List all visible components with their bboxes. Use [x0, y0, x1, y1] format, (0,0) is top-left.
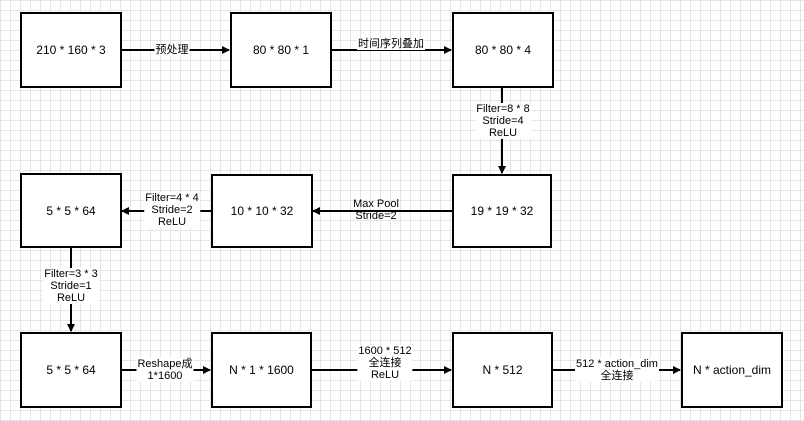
node-conv3a: 5 * 5 * 64: [20, 173, 122, 248]
edge-label-conv1: Filter=8 * 8 Stride=4 ReLU: [475, 103, 531, 139]
node-conv2: 10 * 10 * 32: [211, 174, 313, 248]
node-flatten: N * 1 * 1600: [211, 332, 312, 408]
edge-label-fc1: 1600 * 512 全连接 ReLU: [357, 345, 413, 381]
node-input: 210 * 160 * 3: [20, 12, 122, 88]
edge-label-conv3: Filter=3 * 3 Stride=1 ReLU: [43, 268, 99, 304]
edge-label-pool: Max Pool Stride=2: [353, 198, 399, 222]
edge-label-conv2: Filter=4 * 4 Stride=2 ReLU: [144, 192, 200, 228]
edge-label-preprocess: 预处理: [154, 44, 190, 56]
edge-label-fc2: 512 * action_dim 全连接: [575, 358, 659, 382]
node-conv1: 19 * 19 * 32: [452, 174, 552, 248]
node-preprocessed: 80 * 80 * 1: [230, 12, 332, 88]
edge-label-stack: 时间序列叠加: [357, 38, 425, 50]
node-stacked: 80 * 80 * 4: [452, 12, 554, 88]
node-fc: N * 512: [452, 332, 553, 408]
edge-label-reshape: Reshape成 1*1600: [136, 358, 194, 382]
node-output: N * action_dim: [681, 332, 783, 408]
node-conv3b: 5 * 5 * 64: [20, 332, 122, 408]
